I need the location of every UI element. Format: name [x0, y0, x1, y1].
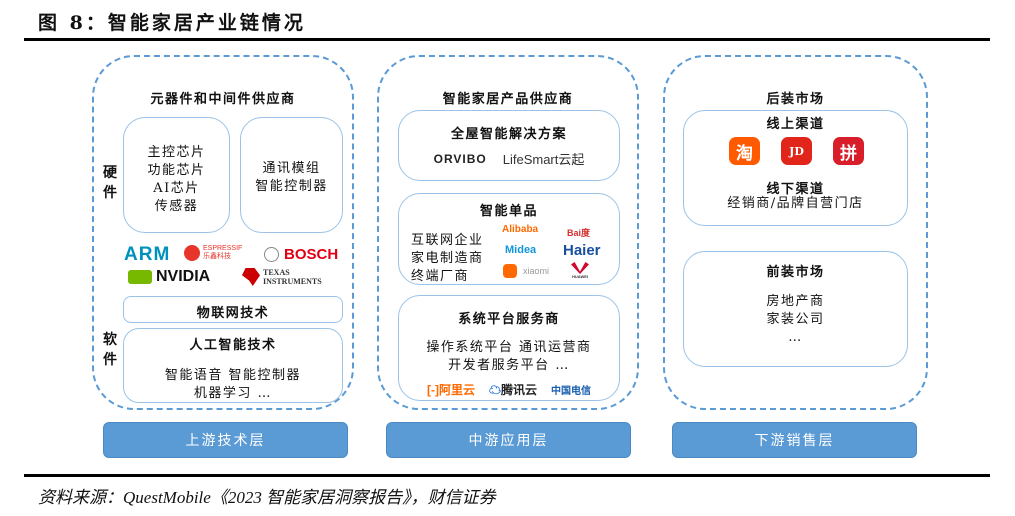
pinduoduo-app-icon: 拼 [833, 137, 864, 165]
module-item: 通讯模组 [262, 161, 321, 176]
module-box: 通讯模组 智能控制器 [240, 117, 343, 233]
bosch-icon [264, 247, 279, 262]
iot-box: 物联网技术 [123, 296, 343, 323]
offline-text: 经销商/品牌自营门店 [727, 196, 864, 211]
china-telecom-logo: 中国电信 [551, 386, 592, 397]
chips-box: 主控芯片 功能芯片 AI芯片 传感器 [123, 117, 230, 233]
nvidia-logo: NVIDIA [128, 268, 210, 286]
downstream-layer-label: 下游销售层 [672, 422, 917, 458]
hardware-label: 硬 件 [103, 163, 119, 203]
whole-house-logos: ORVIBO LifeSmart云起 [399, 149, 619, 168]
huawei-icon [571, 262, 589, 274]
chip-item: 功能芯片 [147, 163, 206, 178]
lifesmart-logo: LifeSmart云起 [502, 152, 585, 167]
platform-heading: 系统平台服务商 [458, 312, 560, 327]
ai-line: 机器学习 … [193, 386, 273, 401]
taobao-app-icon: 淘 [729, 137, 760, 165]
midstream-layer-label: 中游应用层 [386, 422, 631, 458]
ti-icon [242, 268, 260, 286]
upstream-layer-label: 上游技术层 [103, 422, 348, 458]
single-products-box: 智能单品 互联网企业 家电制造商 终端厂商 Alibaba Bai度 Midea… [398, 193, 620, 285]
ai-box: 人工智能技术 智能语音 智能控制器 机器学习 … [123, 328, 343, 403]
ai-heading: 人工智能技术 [189, 338, 277, 353]
single-product-line: 终端厂商 [411, 269, 470, 284]
single-products-lines: 互联网企业 家电制造商 终端厂商 [411, 232, 484, 286]
haier-logo: Haier [563, 242, 601, 259]
xiaomi-logo: xiaomi [503, 264, 549, 278]
aliyun-logo: [-]阿里云 [426, 383, 475, 397]
front-market-box: 前装市场 房地产商 家装公司 … [683, 251, 908, 367]
nvidia-icon [128, 270, 152, 284]
arm-logo: ARM [124, 244, 171, 265]
alibaba-logo: Alibaba [502, 224, 539, 235]
figure-title: 图 8：智能家居产业链情况 [38, 12, 306, 34]
iot-label: 物联网技术 [196, 306, 270, 321]
front-market-line: 家装公司 [766, 312, 825, 327]
online-heading: 线上渠道 [766, 117, 825, 132]
bosch-logo: BOSCH [264, 246, 338, 263]
ai-line: 智能语音 智能控制器 [164, 368, 302, 383]
chip-item: 传感器 [154, 199, 199, 214]
software-label: 软 件 [103, 330, 119, 370]
baidu-logo: Bai度 [567, 228, 591, 238]
source-note: 资料来源：QuestMobile《2023 智能家居洞察报告》，财信证券 [38, 488, 496, 507]
platform-logos: [-]阿里云 ☁腾讯云 中国电信 [399, 381, 619, 398]
midstream-heading: 智能家居产品供应商 [442, 92, 574, 107]
upstream-heading: 元器件和中间件供应商 [150, 92, 296, 107]
espressif-logo: ESPRESSIF 乐鑫科技 [184, 245, 247, 261]
software-label-2: 件 [103, 352, 117, 368]
online-box: 线上渠道 淘 JD 拼 线下渠道 经销商/品牌自营门店 [683, 110, 908, 226]
software-label-1: 软 [103, 332, 117, 348]
bottom-rule [24, 474, 990, 477]
whole-house-heading: 全屋智能解决方案 [450, 127, 567, 142]
upstream-panel [92, 55, 354, 410]
orvibo-logo: ORVIBO [433, 151, 487, 166]
jd-app-icon: JD [781, 137, 812, 165]
espressif-icon [184, 245, 200, 261]
front-market-line: 房地产商 [766, 294, 825, 309]
platform-line: 开发者服务平台 … [448, 358, 570, 373]
whole-house-box: 全屋智能解决方案 ORVIBO LifeSmart云起 [398, 110, 620, 181]
single-product-line: 互联网企业 [411, 233, 484, 248]
tencent-cloud-logo: ☁腾讯云 [488, 383, 538, 397]
downstream-heading: 后装市场 [766, 92, 825, 107]
single-product-line: 家电制造商 [411, 251, 484, 266]
single-products-heading: 智能单品 [479, 204, 538, 219]
platform-box: 系统平台服务商 操作系统平台 通讯运营商 开发者服务平台 … [-]阿里云 ☁腾… [398, 295, 620, 401]
top-rule [24, 38, 990, 41]
platform-line: 操作系统平台 通讯运营商 [426, 340, 592, 355]
huawei-logo: HUAWEI [571, 262, 589, 279]
chip-item: AI芯片 [153, 181, 200, 196]
module-item: 智能控制器 [255, 179, 328, 194]
ti-logo: TEXAS INSTRUMENTS [242, 268, 325, 286]
front-market-heading: 前装市场 [766, 265, 825, 280]
cloud-icon: ☁ [488, 383, 501, 397]
hardware-label-1: 硬 [103, 165, 117, 181]
midstream-panel [377, 55, 639, 410]
midea-logo: Midea [505, 244, 537, 256]
downstream-panel [663, 55, 928, 410]
hardware-label-2: 件 [103, 185, 117, 201]
xiaomi-icon [503, 264, 517, 278]
offline-heading: 线下渠道 [766, 182, 825, 197]
front-market-line: … [788, 330, 803, 345]
chip-item: 主控芯片 [147, 145, 206, 160]
